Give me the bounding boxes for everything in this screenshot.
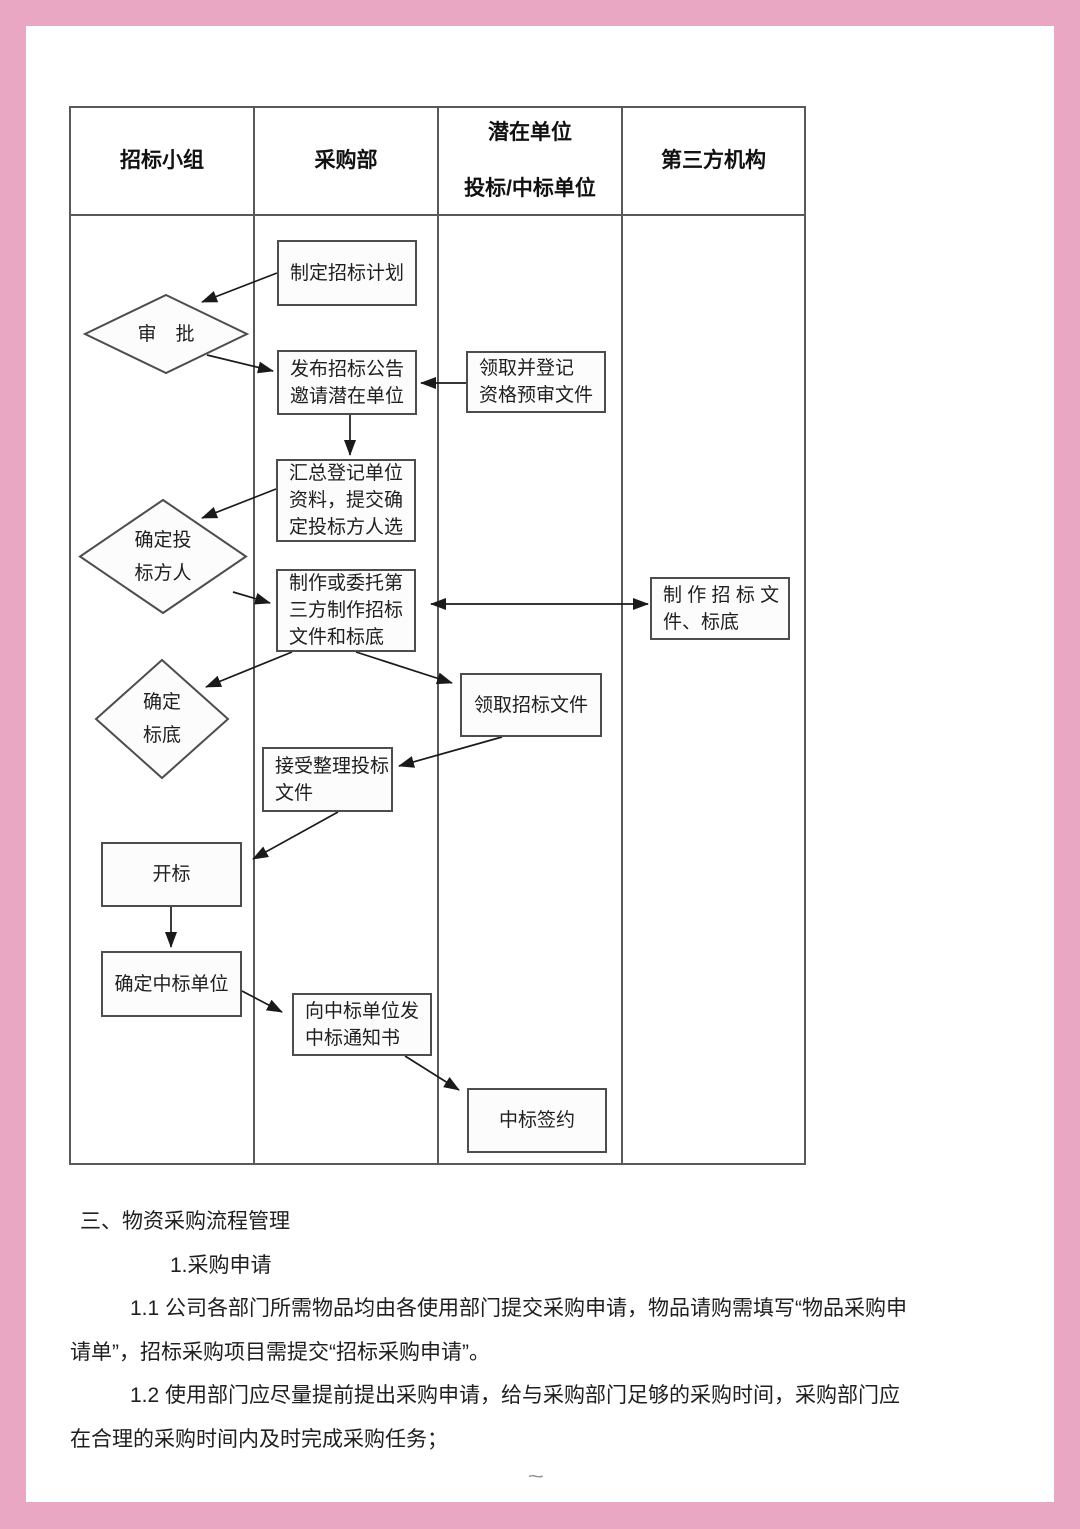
flow-node-select-winner: 确定中标单位 <box>101 951 242 1017</box>
flow-node-sign-contract: 中标签约 <box>467 1088 607 1153</box>
flow-arrow-0 <box>201 272 278 303</box>
flow-node-register: 领取并登记 资格预审文件 <box>466 351 606 413</box>
smudge-mark: ~ <box>527 1466 545 1488</box>
swimlane-grid <box>69 106 806 1165</box>
flow-node-approve-shape <box>82 293 250 375</box>
flow-arrow-13 <box>404 1055 460 1091</box>
lane-header-potential-units: 潜在单位 投标/中标单位 <box>464 121 596 200</box>
text-line-2: 1.1 公司各部门所需物品均由各使用部门提交采购申请，物品请购需填写“物品采购申 <box>130 1297 908 1320</box>
flow-node-third-party-docs: 制 作 招 标 文 件、标底 <box>650 577 790 640</box>
flow-node-select-bidders: 确定投 标方人 <box>134 529 192 584</box>
text-line-0: 三、物资采购流程管理 <box>80 1210 290 1233</box>
flow-node-open-bids: 开标 <box>101 842 242 907</box>
flow-arrow-7 <box>205 651 293 688</box>
flow-node-collect-docs: 领取招标文件 <box>460 673 602 737</box>
flow-arrow-12 <box>241 990 283 1013</box>
flow-node-set-base-price-shape <box>94 658 230 780</box>
text-line-1: 1.采购申请 <box>170 1253 272 1277</box>
lane-header-third-party: 第三方机构 <box>661 149 766 172</box>
flow-node-notify-winner: 向中标单位发 中标通知书 <box>292 993 432 1056</box>
flow-node-select-bidders-shape <box>78 498 248 615</box>
flow-node-plan: 制定招标计划 <box>277 240 417 306</box>
flow-node-prepare-docs: 制作或委托第 三方制作招标 文件和标底 <box>276 569 416 652</box>
flow-arrow-4 <box>201 488 277 519</box>
text-line-4: 1.2 使用部门应尽量提前提出采购申请，给与采购部门足够的采购时间，采购部门应 <box>130 1384 901 1407</box>
flow-arrow-9 <box>398 736 503 768</box>
text-line-5: 在合理的采购时间内及时完成采购任务； <box>70 1427 448 1451</box>
text-line-3: 请单”，招标采购项目需提交“招标采购申请”。 <box>70 1340 490 1364</box>
flow-arrow-10 <box>252 811 339 860</box>
flow-arrow-1 <box>206 354 274 374</box>
document-page <box>26 26 1054 1502</box>
flow-node-announce: 发布招标公告 邀请潜在单位 <box>277 350 417 415</box>
flow-node-summarize: 汇总登记单位 资料，提交确 定投标方人选 <box>276 459 416 542</box>
flow-arrow-5 <box>232 591 271 605</box>
flow-node-set-base-price: 确定 标底 <box>142 692 181 746</box>
flow-arrow-8 <box>355 651 453 685</box>
flow-node-approve: 审 批 <box>137 323 195 345</box>
lane-header-bidding-team: 招标小组 <box>120 149 204 172</box>
lane-header-procurement-dept: 采购部 <box>314 149 378 172</box>
flow-node-receive-bids: 接受整理投标 文件 <box>262 747 393 812</box>
flow-arrows <box>165 272 649 1091</box>
flow-diamond-shapes <box>78 293 250 780</box>
body-text: 三、物资采购流程管理 1.采购申请 1.1 公司各部门所需物品均由各使用部门提交采购… <box>70 1200 1020 1461</box>
